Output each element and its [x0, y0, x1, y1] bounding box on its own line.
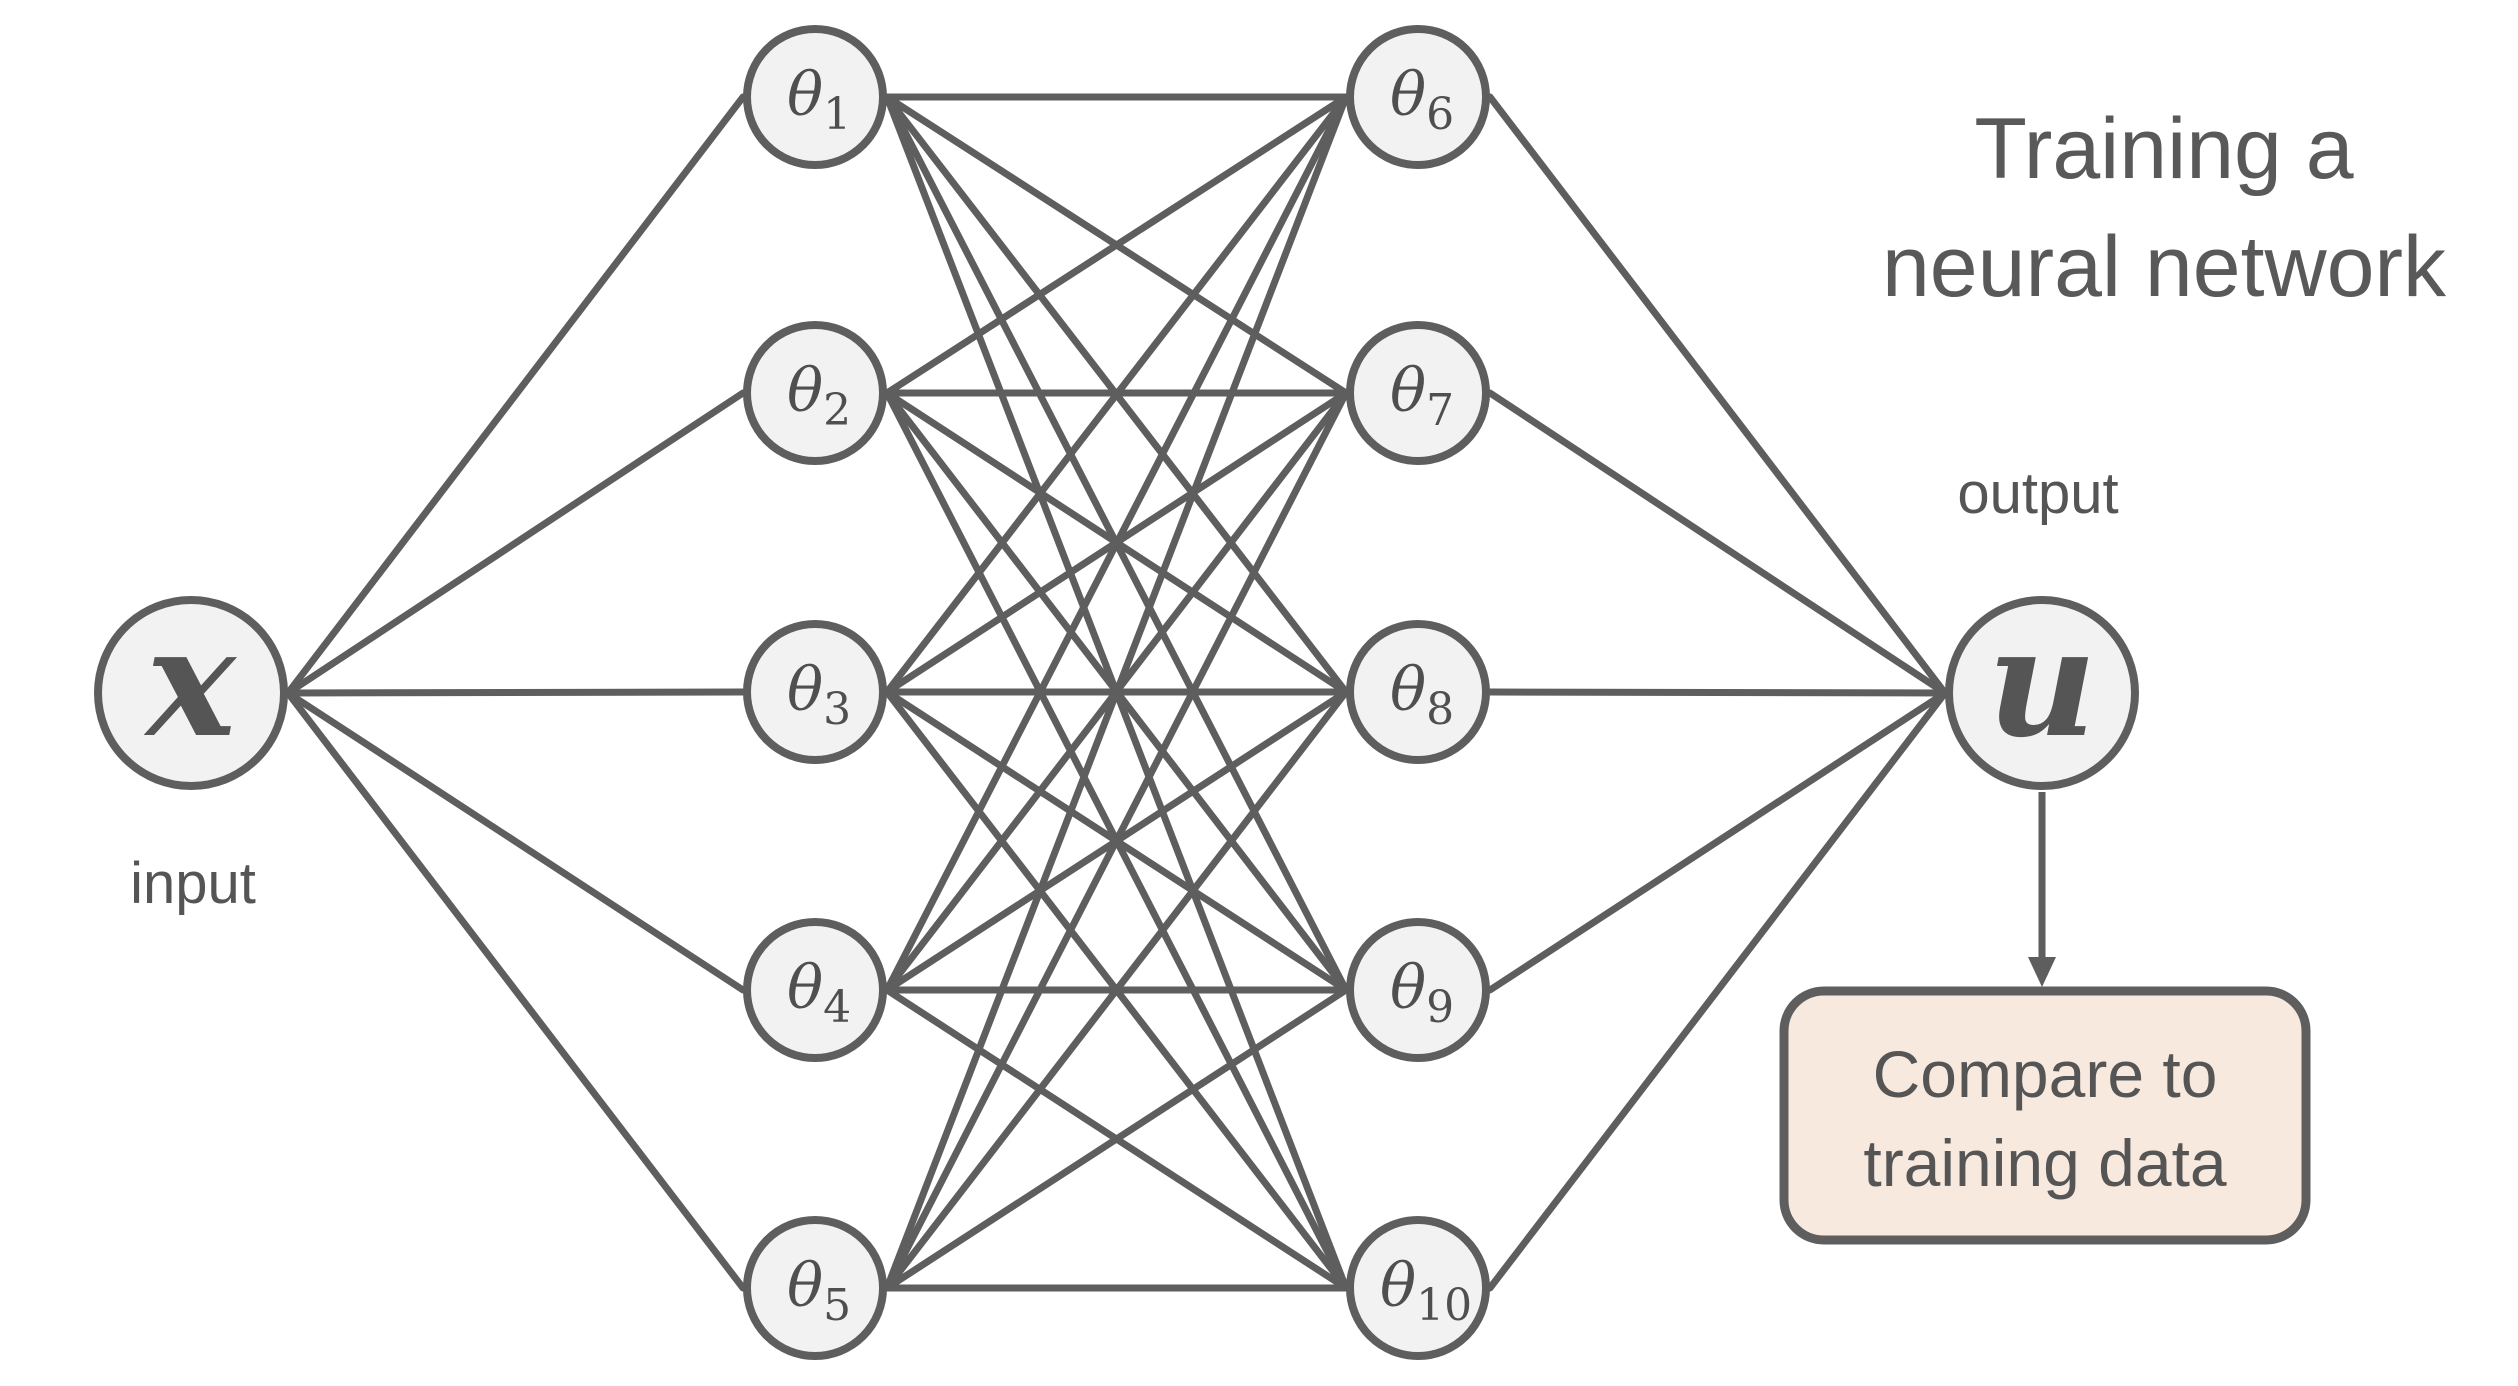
node-circle	[1346, 321, 1490, 465]
node-subscript: 6	[1426, 89, 1454, 140]
node-circle	[743, 620, 887, 764]
edge-theta5-to-theta8	[883, 688, 1350, 1292]
edge-theta6-to-output	[1486, 93, 1949, 697]
node-subscript: 3	[823, 684, 851, 735]
title-line2: neural network	[1882, 219, 2447, 315]
node-subscript: 1	[823, 89, 851, 140]
node-circle	[743, 321, 887, 465]
node-theta5: θ5	[743, 1216, 887, 1360]
edges	[284, 93, 1949, 1292]
edge-theta7-to-output	[1486, 389, 1949, 697]
node-subscript: 2	[823, 385, 851, 436]
node-circle	[1346, 918, 1490, 1062]
node-theta1: θ1	[743, 25, 887, 169]
edge-input-to-theta3	[284, 688, 747, 697]
arrow-head-icon	[2028, 957, 2056, 987]
compare-box-line1: Compare to	[1873, 1037, 2218, 1111]
edge-theta8-to-output	[1486, 688, 1949, 697]
node-symbol: x	[143, 595, 237, 771]
compare-box-line2: training data	[1863, 1126, 2227, 1200]
edge-theta2-to-theta6	[883, 93, 1350, 397]
node-theta8: θ8	[1346, 620, 1490, 764]
node-label: θ7	[1390, 356, 1454, 436]
edge-theta5-to-theta9	[883, 986, 1350, 1292]
edge-theta5-to-theta6	[883, 93, 1350, 1292]
node-theta10: θ10	[1346, 1216, 1490, 1360]
node-circle	[743, 1216, 887, 1360]
nodes: θ1 θ2 θ3 θ4 θ5 θ6 θ7 θ8 θ9 θ10 x u	[94, 25, 2139, 1360]
node-theta3: θ3	[743, 620, 887, 764]
node-subscript: 9	[1426, 982, 1454, 1033]
node-subscript: 7	[1426, 385, 1454, 436]
node-circle	[1346, 25, 1490, 169]
diagram-title: Training a neural network	[1882, 101, 2447, 315]
node-circle	[1346, 620, 1490, 764]
node-theta4: θ4	[743, 918, 887, 1062]
node-theta2: θ2	[743, 321, 887, 465]
node-label: θ8	[1390, 655, 1454, 735]
node-symbol: u	[1987, 595, 2096, 771]
node-subscript: 10	[1416, 1280, 1472, 1331]
input-caption: input	[130, 851, 256, 916]
node-circle	[1945, 596, 2139, 790]
node-subscript: 4	[823, 982, 851, 1033]
node-theta9: θ9	[1346, 918, 1490, 1062]
input-node-x: x	[94, 595, 288, 790]
edge-input-to-theta1	[284, 93, 747, 697]
node-subscript: 8	[1426, 684, 1454, 735]
edge-theta9-to-output	[1486, 689, 1949, 994]
node-circle	[743, 25, 887, 169]
edge-input-to-theta4	[284, 689, 747, 994]
compare-box-rect	[1779, 986, 2311, 1245]
output-node-u: u	[1945, 595, 2139, 790]
compare-to-training-data-box: Compare to training data	[1779, 986, 2311, 1245]
edge-input-to-theta5	[284, 689, 747, 1292]
edge-theta4-to-theta6	[883, 93, 1350, 994]
node-theta7: θ7	[1346, 321, 1490, 465]
node-label: θ6	[1390, 60, 1454, 140]
node-circle	[743, 918, 887, 1062]
node-circle	[94, 596, 288, 790]
title-line1: Training a	[1974, 101, 2353, 197]
edge-theta10-to-output	[1486, 689, 1949, 1292]
node-circle	[1346, 1216, 1490, 1360]
edge-theta3-to-theta6	[883, 93, 1350, 696]
output-caption: output	[1957, 461, 2118, 526]
edge-theta5-to-theta7	[883, 389, 1350, 1292]
node-theta6: θ6	[1346, 25, 1490, 169]
node-subscript: 5	[823, 1280, 851, 1331]
edge-input-to-theta2	[284, 389, 747, 697]
